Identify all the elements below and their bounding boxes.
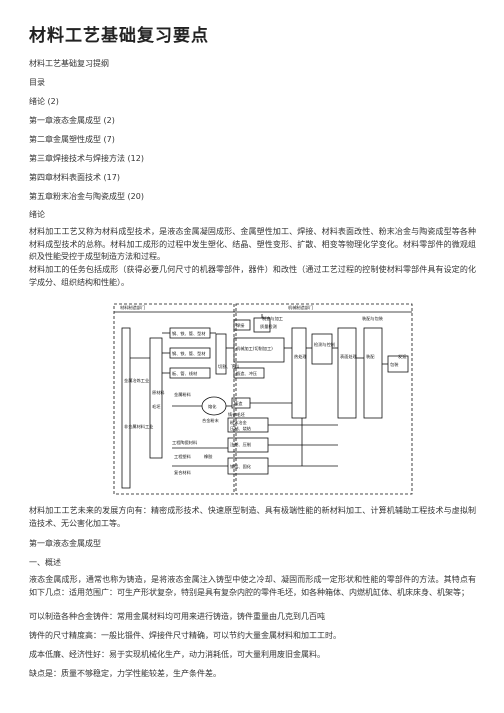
diagram-label: 钢、铁、管、型材 bbox=[172, 350, 206, 357]
subtitle: 材料工艺基础复习提纲 bbox=[29, 59, 109, 68]
diagram-label: 铺层、固化 bbox=[230, 463, 252, 470]
diagram-label: 检测与控制 bbox=[314, 341, 335, 348]
toc-item[interactable]: 第四章材料表面技术 (17) bbox=[29, 173, 120, 182]
diagram-label: 焊接 bbox=[236, 322, 245, 329]
diagram-label: 非金属材料工业 bbox=[124, 423, 153, 430]
process-flow-diagram: 材料制造部门 机械制造部门 制造与加工 装配与包装 钢、铁、管、型材 钢、铁、管… bbox=[112, 298, 416, 498]
intro-heading: 绪论 bbox=[29, 210, 45, 219]
diagram-label: 切割、下料 bbox=[218, 363, 240, 370]
diagram-label: 金属粉料 bbox=[174, 391, 192, 398]
toc-item[interactable]: 第二章金属塑性成型 (7) bbox=[29, 135, 115, 144]
diagram-label: 复合材料 bbox=[174, 469, 192, 476]
diagram-label: 压制、烧结 bbox=[230, 425, 251, 432]
chapter1-paragraph-3: 铸件的尺寸精度高：一般比锻件、焊接件尺寸精确，可以节约大量金属材料和加工工时。 bbox=[29, 631, 341, 640]
diagram-label: 板、管、线材 bbox=[172, 370, 197, 377]
chapter1-heading: 第一章液态金属成型 bbox=[29, 539, 101, 548]
diagram-label: 包装 bbox=[390, 361, 399, 368]
diagram-label: 质量检测 bbox=[260, 323, 277, 330]
diagram-label: 注塑、压制 bbox=[230, 441, 251, 448]
diagram-label: 金属冶炼工业 bbox=[124, 377, 149, 384]
diagram-label: 铸件毛坯 bbox=[228, 411, 246, 418]
diagram-label: 机械加工(切削加工) bbox=[236, 345, 273, 352]
diagram-label: 合金粉末 bbox=[202, 417, 220, 424]
process-flow-svg: 材料制造部门 机械制造部门 制造与加工 装配与包装 钢、铁、管、型材 钢、铁、管… bbox=[113, 303, 413, 495]
intro-paragraph-2: 材料加工的任务包括成形（获得必要几何尺寸的机器零部件，器件）和改性（通过工艺过程… bbox=[29, 265, 476, 287]
diagram-label: 发运 bbox=[398, 353, 407, 360]
diagram-label: 粉末冶金 bbox=[230, 419, 248, 426]
chapter1-paragraph-2: 可以制造各种合金铸件：常用金属材料均可用来进行铸造，铸件重量由几克到几百吨 bbox=[29, 612, 325, 621]
diagram-label: 毛坯 bbox=[152, 403, 161, 409]
chapter1-section: 一、概述 bbox=[29, 558, 61, 567]
diagram-label: 制造与加工 bbox=[262, 315, 283, 322]
toc-item[interactable]: 第一章液态金属成型 (2) bbox=[29, 116, 115, 125]
intro-paragraph-1: 材料加工工艺又称为材料成型技术，是液态金属凝固成形、金属塑性加工、焊接、材料表面… bbox=[29, 227, 476, 261]
diagram-label: 熔化 bbox=[208, 403, 217, 410]
diagram-label: 原材料 bbox=[152, 389, 165, 396]
toc-item[interactable]: 第三章焊接技术与焊接方法 (12) bbox=[29, 154, 144, 163]
chapter1-paragraph-4: 成本低廉、经济性好：易于实现机械化生产，动力消耗低，可大量利用废旧金属料。 bbox=[29, 650, 325, 659]
chapter1-paragraph-1: 液态金属成形，通常也称为铸造，是将液态金属注入铸型中使之冷却、凝固而形成一定形状… bbox=[29, 575, 476, 597]
diagram-label: 锻造、冲压 bbox=[236, 370, 257, 377]
page-title: 材料工艺基础复习要点 bbox=[29, 26, 209, 46]
diagram-label: 钢、铁、管、型材 bbox=[172, 330, 206, 337]
toc-item[interactable]: 绪论 (2) bbox=[29, 97, 59, 106]
toc-heading: 目录 bbox=[29, 78, 45, 87]
diagram-label: 材料制造部门 bbox=[120, 304, 145, 311]
diagram-label: 表面处理 bbox=[340, 353, 358, 360]
chapter1-paragraph-5: 缺点是：质量不够稳定，力学性能较差，生产条件差。 bbox=[29, 669, 221, 678]
toc-item[interactable]: 第五章粉末冶金与陶瓷成型 (20) bbox=[29, 192, 144, 201]
diagram-label: 机械制造部门 bbox=[288, 304, 313, 311]
diagram-label: 工程陶瓷材料 bbox=[172, 439, 198, 446]
diagram-label: 装配与包装 bbox=[362, 315, 384, 322]
diagram-label: 铸造 bbox=[234, 400, 243, 407]
diagram-label: 工程塑料 bbox=[174, 453, 192, 460]
intro-paragraph-3: 材料加工工艺未来的发展方向有：精密成形技术、快速原型制造、具有极端性能的新材料加… bbox=[29, 506, 476, 528]
diagram-label: 橡胶 bbox=[204, 453, 212, 460]
diagram-label: 热处理 bbox=[294, 353, 307, 360]
diagram-label: 装配 bbox=[366, 353, 375, 360]
